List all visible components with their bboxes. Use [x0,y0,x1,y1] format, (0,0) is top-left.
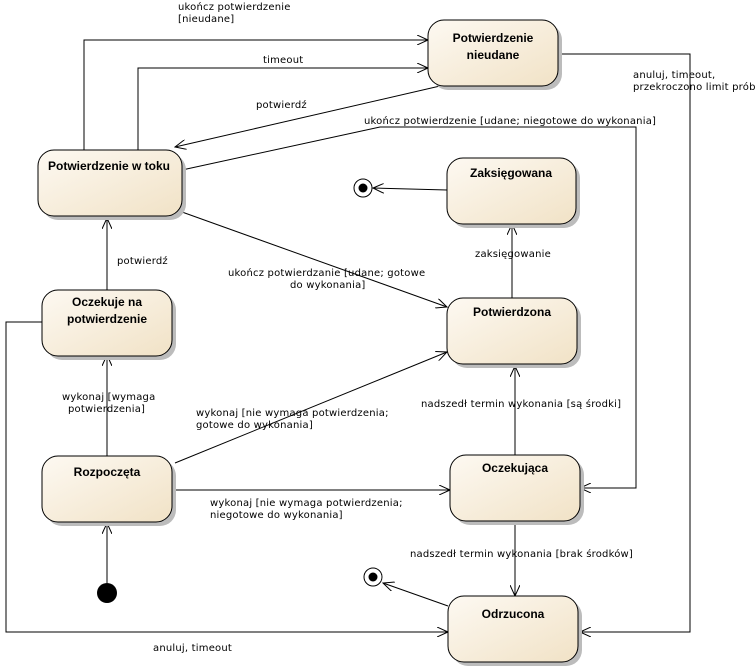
label-potwierdz-up-line: potwierdź [117,255,168,267]
state-label-potwierdzenie-nieudane-line: Potwierdzenie [453,31,534,45]
state-oczekujaca[interactable]: Oczekująca [449,454,584,525]
state-zaksiegowana[interactable]: Zaksięgowana [446,157,580,228]
label-nadszedl-srodki-line: nadszedł termin wykonania [są środki] [421,398,621,410]
label-ukoncz-nieudane-line: [nieudane] [178,14,234,25]
state-potwierdzenie-nieudane[interactable]: Potwierdzenie nieudane [427,19,562,90]
label-wykonaj-gotowe-line: gotowe do wykonania] [196,420,313,431]
final-state-top [353,178,373,198]
label-wykonaj-wymaga-line: potwierdzenia] [68,404,145,415]
state-label-potwierdzenie-nieudane: Potwierdzenie nieudane [453,31,534,62]
label-zaksiegowanie: zaksięgowanie [475,249,551,260]
label-wykonaj-niegotowe: wykonaj [nie wymaga potwierdzenia;niegot… [210,498,403,521]
state-potwierdzona[interactable]: Potwierdzona [446,297,581,368]
state-label-zaksiegowana-line: Zaksięgowana [470,166,552,180]
edge-ukoncz-niegotowe [181,126,637,488]
state-label-potwierdzenie-nieudane-line: nieudane [467,48,520,62]
final-state-bottom [363,567,383,587]
state-label-potwierdzenie-w-toku: Potwierdzenie w toku [48,159,170,173]
label-nadszedl-brak: nadszedł termin wykonania [brak środków] [410,548,633,560]
state-label-oczekuje-na-potwierdzenie: Oczekuje na potwierdzenie [67,295,147,326]
transitions [5,40,691,632]
label-wykonaj-gotowe: wykonaj [nie wymaga potwierdzenia;gotowe… [196,408,389,431]
state-label-oczekuje-na-potwierdzenie-line: Oczekuje na [72,295,142,309]
edge-potwierdz-back [175,85,441,147]
state-label-zaksiegowana: Zaksięgowana [470,166,552,180]
edge-ukoncz-nieudane [83,40,428,150]
label-wykonaj-niegotowe-line: niegotowe do wykonania] [210,510,343,521]
state-label-rozpoczeta-line: Rozpoczęta [74,465,141,479]
edge-anuluj-timeout [5,321,448,632]
state-label-oczekujaca-line: Oczekująca [482,461,548,475]
label-timeout-line: timeout [263,55,303,66]
edge-timeout [137,68,428,150]
state-label-oczekuje-na-potwierdzenie-line: potwierdzenie [67,312,147,326]
label-wykonaj-niegotowe-line: wykonaj [nie wymaga potwierdzenia; [210,498,403,509]
label-timeout: timeout [263,55,303,66]
state-label-rozpoczeta: Rozpoczęta [74,465,141,479]
edge-ukoncz-gotowe [181,211,447,307]
state-label-oczekujaca: Oczekująca [482,461,548,475]
state-label-odrzucona-line: Odrzucona [482,607,545,621]
transition-labels: ukończ potwierdzenie[nieudane] timeout p… [62,1,756,654]
label-ukoncz-niegotowe-line: ukończ potwierdzenie [udane; niegotowe d… [364,115,656,127]
label-ukoncz-gotowe-line: do wykonania] [290,280,366,291]
label-ukoncz-gotowe-line: ukończ potwierdzanie [udane; gotowe [228,267,425,279]
state-potwierdzenie-w-toku[interactable]: Potwierdzenie w toku [37,149,186,220]
state-rozpoczeta[interactable]: Rozpoczęta [41,455,176,526]
edge-wykonaj-gotowe [174,352,447,464]
label-nadszedl-brak-line: nadszedł termin wykonania [brak środków] [410,548,633,560]
label-potwierdz-back: potwierdź [256,99,307,111]
label-anuluj-timeout-limit-line: anuluj, timeout, [633,70,715,81]
label-ukoncz-nieudane-line: ukończ potwierdzenie [178,1,291,13]
edge-anuluj-timeout-limit [558,53,691,632]
label-zaksiegowanie-line: zaksięgowanie [475,249,551,260]
edge-to-final-top [373,188,448,190]
label-potwierdz-back-line: potwierdź [256,99,307,111]
state-label-odrzucona: Odrzucona [482,607,545,621]
state-oczekuje-na-potwierdzenie[interactable]: Oczekuje na potwierdzenie [41,289,176,360]
label-anuluj-timeout-limit: anuluj, timeout,przekroczono limit prób [633,70,756,93]
label-anuluj-timeout: anuluj, timeout [153,643,232,654]
initial-state [97,583,117,603]
edge-to-final-bottom [383,583,449,607]
state-odrzucona[interactable]: Odrzucona [447,595,582,666]
state-label-potwierdzenie-w-toku-line: Potwierdzenie w toku [48,159,170,173]
state-label-potwierdzona-line: Potwierdzona [473,305,551,319]
label-wykonaj-gotowe-line: wykonaj [nie wymaga potwierdzenia; [196,408,389,419]
label-potwierdz-up: potwierdź [117,255,168,267]
label-ukoncz-nieudane: ukończ potwierdzenie[nieudane] [178,1,291,25]
label-wykonaj-wymaga-line: wykonaj [wymaga [62,392,155,403]
label-nadszedl-srodki: nadszedł termin wykonania [są środki] [421,398,621,410]
label-ukoncz-niegotowe: ukończ potwierdzenie [udane; niegotowe d… [364,115,656,127]
state-label-potwierdzona: Potwierdzona [473,305,551,319]
label-anuluj-timeout-line: anuluj, timeout [153,643,232,654]
label-anuluj-timeout-limit-line: przekroczono limit prób [633,81,756,93]
